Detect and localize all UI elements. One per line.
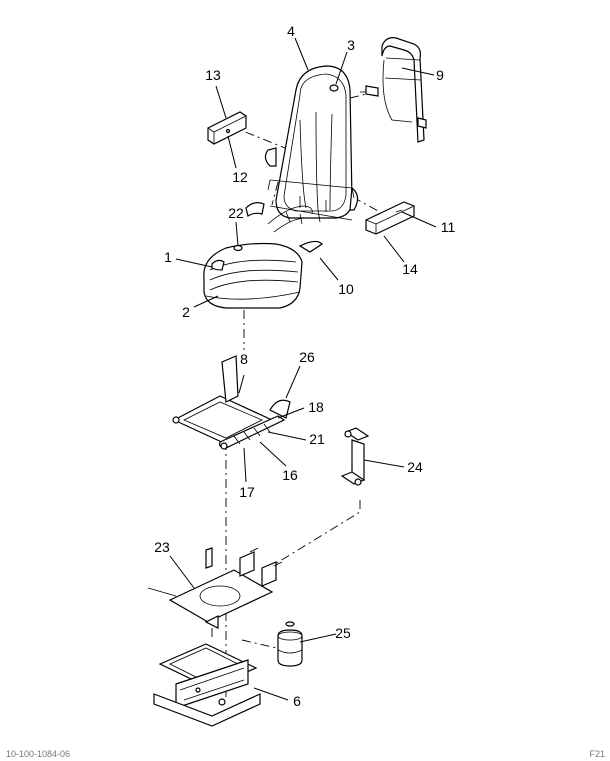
callout-4: 4 xyxy=(287,23,295,39)
callout-26: 26 xyxy=(299,349,315,365)
callout-9: 9 xyxy=(436,67,444,83)
callout-6: 6 xyxy=(293,693,301,709)
shock-absorber xyxy=(340,427,370,486)
seat-back-button xyxy=(329,84,339,92)
callout-2: 2 xyxy=(182,304,190,320)
footer-drawing-number: 10-100-1084-06 xyxy=(6,749,70,759)
armrest-right xyxy=(365,201,415,235)
recline-linkage xyxy=(245,202,353,233)
callout-22: 22 xyxy=(228,205,244,221)
callout-17: 17 xyxy=(239,484,255,500)
callout-16: 16 xyxy=(282,467,298,483)
callout-3: 3 xyxy=(347,37,355,53)
callout-1: 1 xyxy=(164,249,172,265)
callout-23: 23 xyxy=(154,539,170,555)
air-cylinder xyxy=(277,621,303,667)
callout-11: 11 xyxy=(441,219,456,235)
callout-24: 24 xyxy=(407,459,423,475)
callout-13: 13 xyxy=(205,67,221,83)
armrest-left xyxy=(207,111,247,145)
callout-18: 18 xyxy=(308,399,324,415)
callout-12: 12 xyxy=(232,169,248,185)
callout-14: 14 xyxy=(402,261,418,277)
suspension-base xyxy=(153,643,261,727)
callout-21: 21 xyxy=(309,431,325,447)
headrest-frame xyxy=(360,37,427,143)
mounting-plate xyxy=(147,547,283,629)
seat-back xyxy=(264,65,359,219)
seat-cushion xyxy=(203,240,323,309)
footer-page-code: F21 xyxy=(589,749,605,759)
callout-8: 8 xyxy=(240,351,248,367)
callout-10: 10 xyxy=(338,281,354,297)
callouts: 1 2 3 4 6 8 9 10 11 12 13 14 16 17 18 21… xyxy=(154,23,455,709)
seat-slide-frame xyxy=(172,355,291,450)
leader-lines xyxy=(169,37,437,701)
callout-25: 25 xyxy=(335,625,351,641)
